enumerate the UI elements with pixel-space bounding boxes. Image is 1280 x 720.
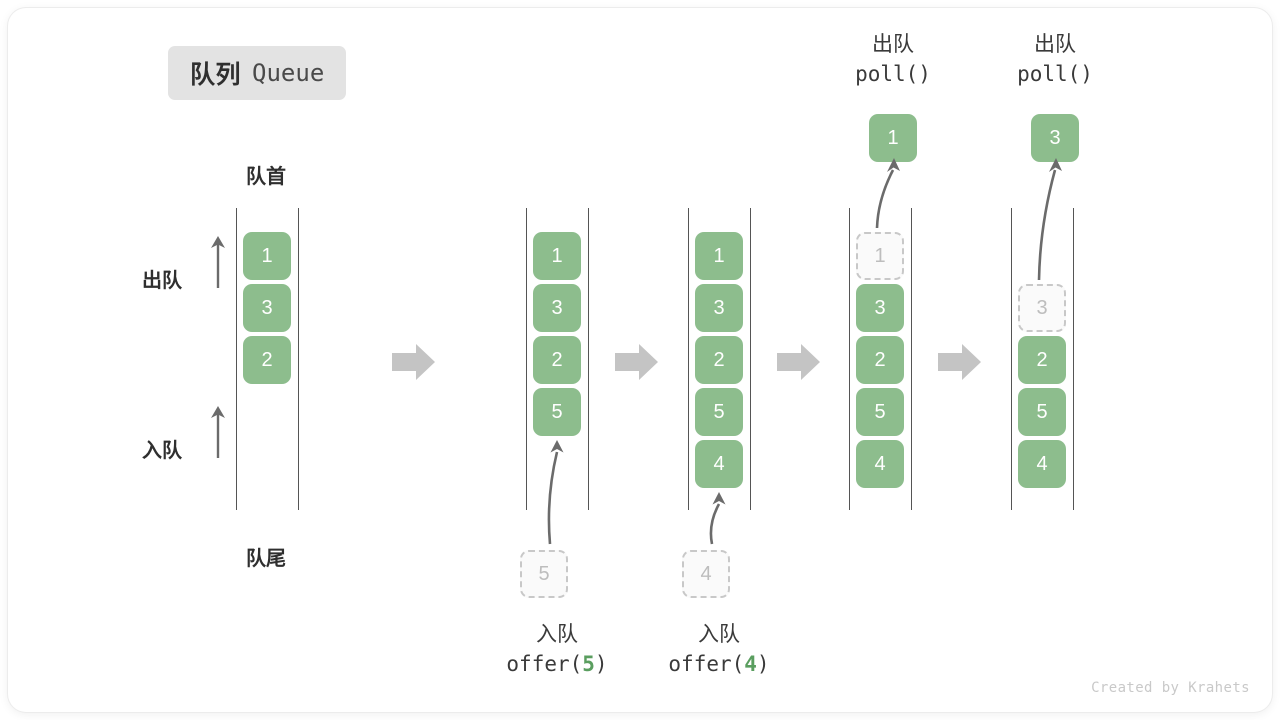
queue-rail	[750, 208, 751, 510]
incoming-value-box: 4	[682, 550, 730, 598]
queue-cell: 5	[533, 388, 581, 436]
dequeue-operation-label: 出队 poll()	[945, 30, 1165, 90]
queue-cell: 1	[695, 232, 743, 280]
queue-cell: 3	[533, 284, 581, 332]
queue-rail	[1073, 208, 1074, 510]
queue-cell-ghost: 3	[1018, 284, 1066, 332]
queue-cell: 2	[1018, 336, 1066, 384]
queue-cell: 4	[1018, 440, 1066, 488]
step-separator-arrow	[777, 344, 820, 380]
dequeue-operation-label: 出队 poll()	[783, 30, 1003, 90]
queue-rail	[298, 208, 299, 510]
label-enqueue-side: 入队	[142, 440, 182, 462]
queue-cell: 3	[856, 284, 904, 332]
queue-rail	[911, 208, 912, 510]
queue-rail	[688, 208, 689, 510]
title-cn: 队列	[190, 61, 242, 89]
queue-cell: 5	[856, 388, 904, 436]
queue-cell: 5	[695, 388, 743, 436]
queue-cell: 2	[856, 336, 904, 384]
outgoing-value-box: 1	[869, 114, 917, 162]
enqueue-direction-arrow	[206, 404, 230, 460]
title-badge: 队列 Queue	[168, 46, 347, 100]
queue-rail	[526, 208, 527, 510]
label-front: 队首	[246, 166, 286, 188]
dequeue-op-cn: 出队	[1034, 33, 1076, 56]
queue-cell: 3	[243, 284, 291, 332]
enqueue-op-cn: 入队	[536, 623, 578, 646]
queue-cell: 3	[695, 284, 743, 332]
outgoing-value-box: 3	[1031, 114, 1079, 162]
incoming-value-box: 5	[520, 550, 568, 598]
queue-cell: 4	[856, 440, 904, 488]
queue-cell: 1	[533, 232, 581, 280]
title-en: Queue	[252, 59, 325, 87]
dequeue-op-code: poll()	[1017, 61, 1093, 86]
label-rear: 队尾	[246, 548, 286, 570]
enqueue-arrow	[547, 440, 564, 545]
step-separator-arrow	[938, 344, 981, 380]
queue-cell: 2	[695, 336, 743, 384]
enqueue-op-code: offer(4)	[668, 651, 770, 676]
queue-cell-ghost: 1	[856, 232, 904, 280]
dequeue-arrow	[1037, 158, 1062, 281]
step-separator-arrow	[615, 344, 658, 380]
queue-rail	[849, 208, 850, 510]
dequeue-op-code: poll()	[855, 61, 931, 86]
queue-cell: 5	[1018, 388, 1066, 436]
label-dequeue-side: 出队	[142, 270, 182, 292]
dequeue-arrow	[875, 158, 900, 229]
step-separator-arrow	[392, 344, 435, 380]
queue-rail	[588, 208, 589, 510]
enqueue-operation-label: 入队 offer(4)	[609, 620, 829, 680]
enqueue-op-cn: 入队	[698, 623, 740, 646]
dequeue-op-cn: 出队	[872, 33, 914, 56]
credit-text: Created by Krahets	[1091, 680, 1250, 696]
enqueue-arrow	[709, 492, 726, 545]
enqueue-operation-label: 入队 offer(5)	[447, 620, 667, 680]
queue-rail	[236, 208, 237, 510]
queue-rail	[1011, 208, 1012, 510]
queue-cell: 2	[243, 336, 291, 384]
queue-cell: 4	[695, 440, 743, 488]
dequeue-direction-arrow	[206, 234, 230, 290]
enqueue-op-code: offer(5)	[506, 651, 608, 676]
queue-cell: 1	[243, 232, 291, 280]
queue-cell: 2	[533, 336, 581, 384]
